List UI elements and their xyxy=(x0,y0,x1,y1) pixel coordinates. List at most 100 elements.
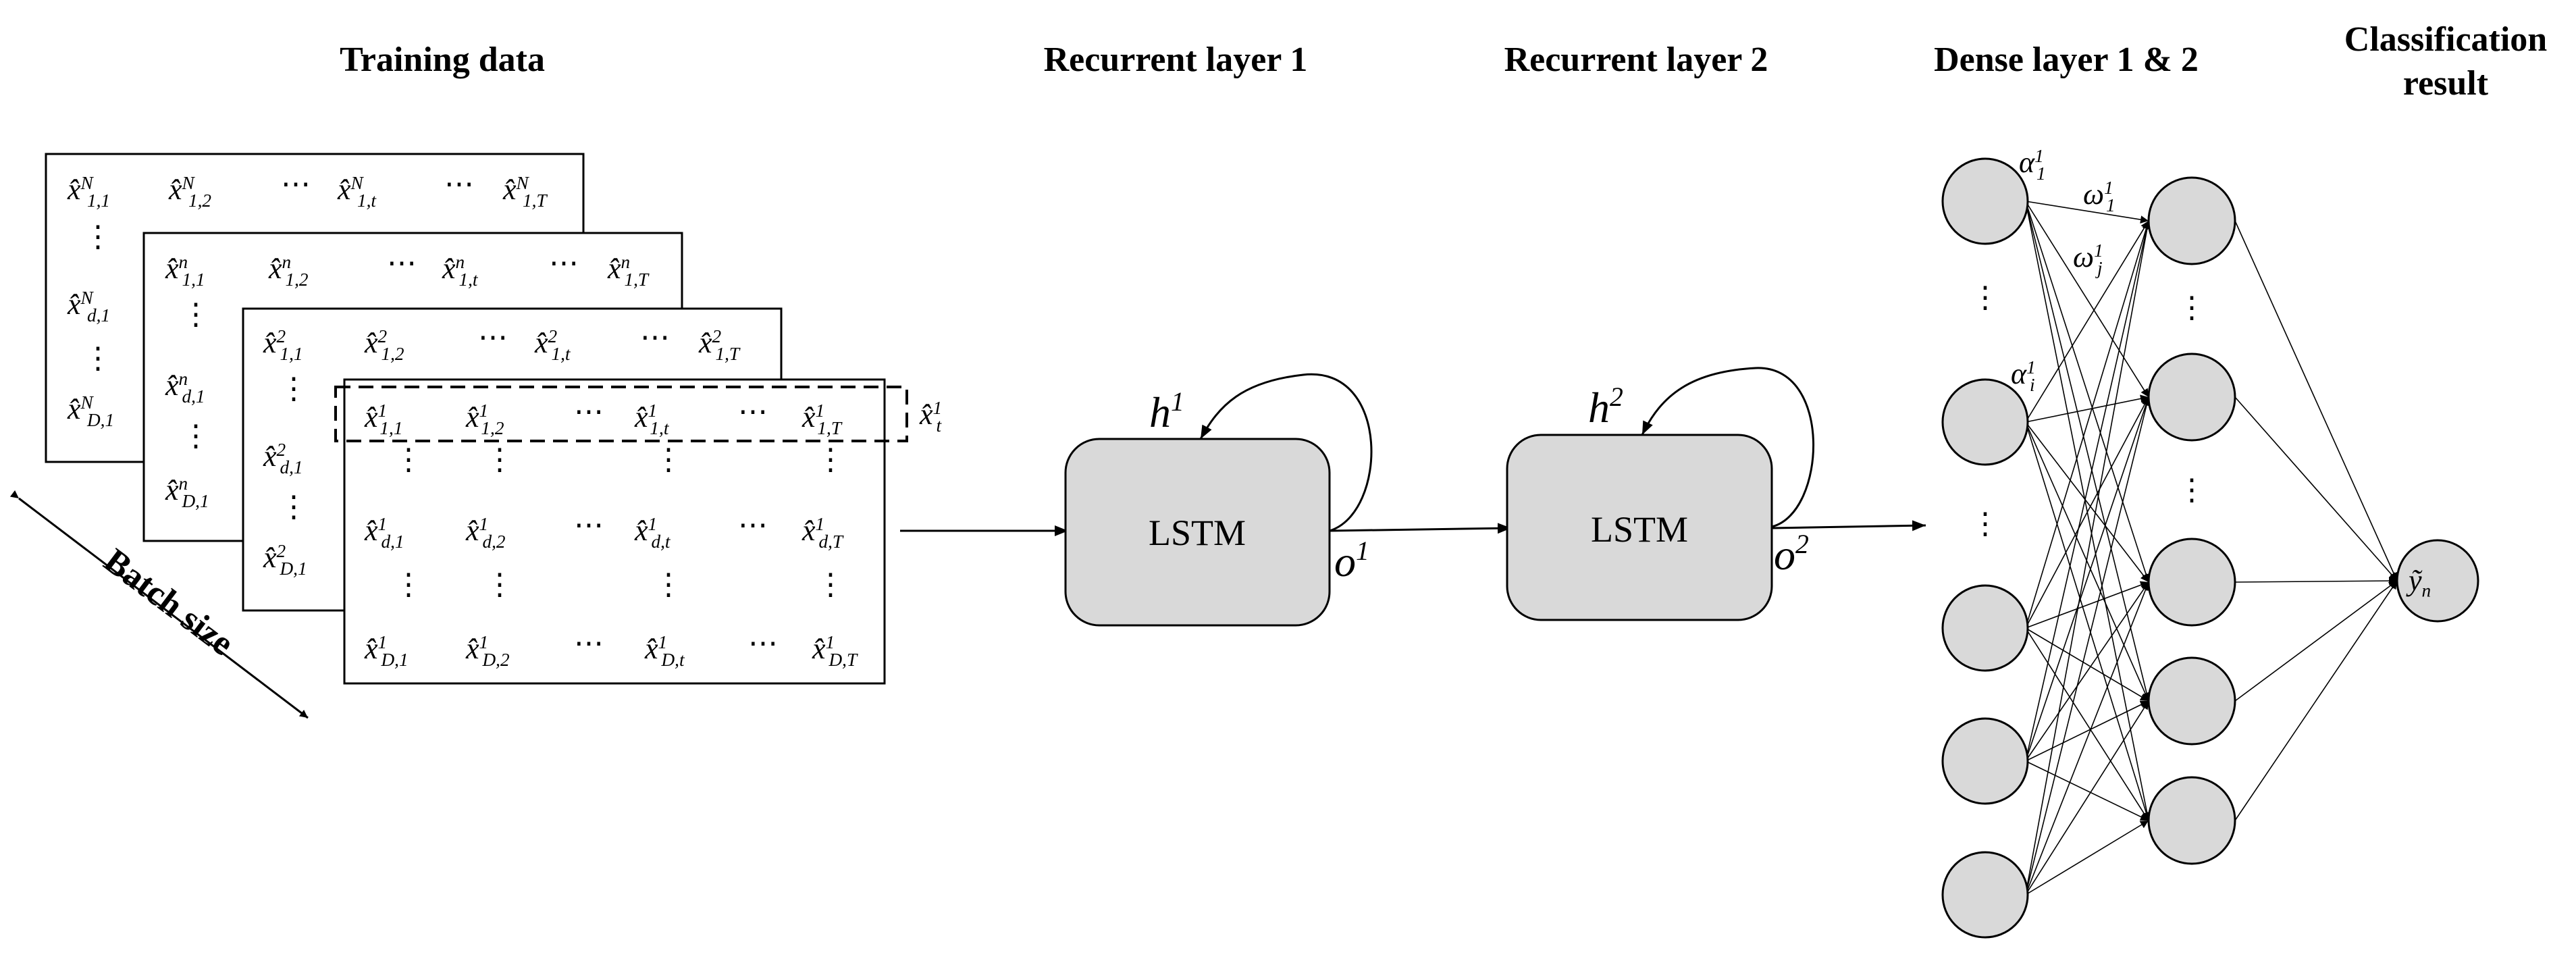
dense-layer-2-node xyxy=(2147,776,2236,865)
dense-connection xyxy=(2025,421,2149,583)
dense-layer-1-node xyxy=(1941,584,2029,672)
lstm-1-hidden-state: h1 xyxy=(1149,387,1184,436)
matrix-n-vdots: ⋮ xyxy=(181,419,211,452)
dense-layer-2-node xyxy=(2147,353,2236,442)
lstm-2-output: o2 xyxy=(1774,529,1809,579)
dense-connection xyxy=(2025,220,2149,423)
matrix-2-vdots: ⋮ xyxy=(279,490,309,523)
dense-connection xyxy=(2025,700,2149,895)
matrix-1-hdots: ⋯ xyxy=(738,395,768,428)
matrix-1-hdots: ⋯ xyxy=(738,509,768,542)
matrix-1-hdots: ⋯ xyxy=(574,509,604,542)
matrix-1-vdots: ⋮ xyxy=(394,568,423,601)
dense-connection xyxy=(2025,201,2149,224)
output-connection xyxy=(2234,580,2398,702)
matrix-1-hdots: ⋯ xyxy=(748,627,778,660)
matrix-2-hdots: ⋯ xyxy=(478,321,508,354)
matrix-1-vdots: ⋮ xyxy=(394,443,423,476)
dense-connection xyxy=(2025,760,2149,821)
dense-connection xyxy=(2025,201,2151,702)
matrix-1-vdots: ⋮ xyxy=(485,443,515,476)
dense-connection xyxy=(2025,220,2151,762)
lstm-block-1 xyxy=(1064,438,1331,627)
output-connection xyxy=(2234,577,2398,585)
header-dense-layers: Dense layer 1 & 2 xyxy=(1934,41,2199,79)
matrix-1-vdots: ⋮ xyxy=(485,568,515,601)
dense-layer-2-node xyxy=(2147,656,2236,746)
dense-connection xyxy=(2025,820,2149,895)
matrix-N-hdots: ⋯ xyxy=(444,167,474,201)
dense-layer-2-node xyxy=(2147,538,2236,627)
matrix-n-vdots: ⋮ xyxy=(181,298,211,331)
matrix-2-hdots: ⋯ xyxy=(640,321,670,354)
batch-size-arrow xyxy=(9,490,309,719)
header-recurrent-layer-2: Recurrent layer 2 xyxy=(1504,41,1768,79)
lstm-2-recurrent-loop xyxy=(1641,367,1815,528)
lstm-block-2-label: LSTM xyxy=(1591,509,1688,550)
matrix-n-hdots: ⋯ xyxy=(387,246,417,280)
lstm-1-output: o1 xyxy=(1334,536,1369,585)
dense-connection xyxy=(2025,396,2149,629)
dense-connection xyxy=(2025,201,2151,821)
dense-connection xyxy=(2025,700,2149,762)
dense-connection xyxy=(2025,627,2149,821)
lstm-2-hidden-state: h2 xyxy=(1588,382,1623,432)
header-training-data: Training data xyxy=(340,41,545,79)
matrix-N-vdots: ⋮ xyxy=(83,220,113,253)
dense-layer-1-vdots: ⋮ xyxy=(1970,507,2000,540)
output-connection xyxy=(2234,220,2398,581)
output-connection xyxy=(2234,580,2398,821)
matrix-2-vdots: ⋮ xyxy=(279,372,309,405)
dense-layer-1-node xyxy=(1941,378,2029,466)
dense-connection xyxy=(2025,421,2149,702)
matrix-1 xyxy=(343,378,886,685)
matrix-N-hdots: ⋯ xyxy=(281,167,311,201)
lstm2-to-dense-arrow xyxy=(1771,520,1926,531)
dense-connection xyxy=(2025,421,2151,821)
dense-layer-1-node xyxy=(1941,851,2029,939)
lstm-1-recurrent-loop xyxy=(1199,373,1373,532)
batch-size-label: Batch size xyxy=(97,542,240,663)
matrix-1-vdots: ⋮ xyxy=(654,568,683,601)
timestep-highlight xyxy=(334,386,908,442)
matrix-N-vdots: ⋮ xyxy=(83,342,113,375)
dense-layer-1-vdots: ⋮ xyxy=(1970,281,2000,314)
dense-connection xyxy=(2025,201,2151,583)
dense-connection xyxy=(2025,220,2151,629)
matrix-n-hdots: ⋯ xyxy=(549,246,579,280)
matrix-1-vdots: ⋮ xyxy=(816,568,845,601)
dense-connection xyxy=(2025,627,2149,702)
dense-layer-2-node xyxy=(2147,176,2236,265)
dense-connection xyxy=(2025,581,2149,629)
dense-connection xyxy=(2025,220,2151,895)
matrix-1-hdots: ⋯ xyxy=(574,395,604,428)
header-recurrent-layer-1: Recurrent layer 1 xyxy=(1044,41,1308,79)
dense-connection xyxy=(2025,396,2150,762)
